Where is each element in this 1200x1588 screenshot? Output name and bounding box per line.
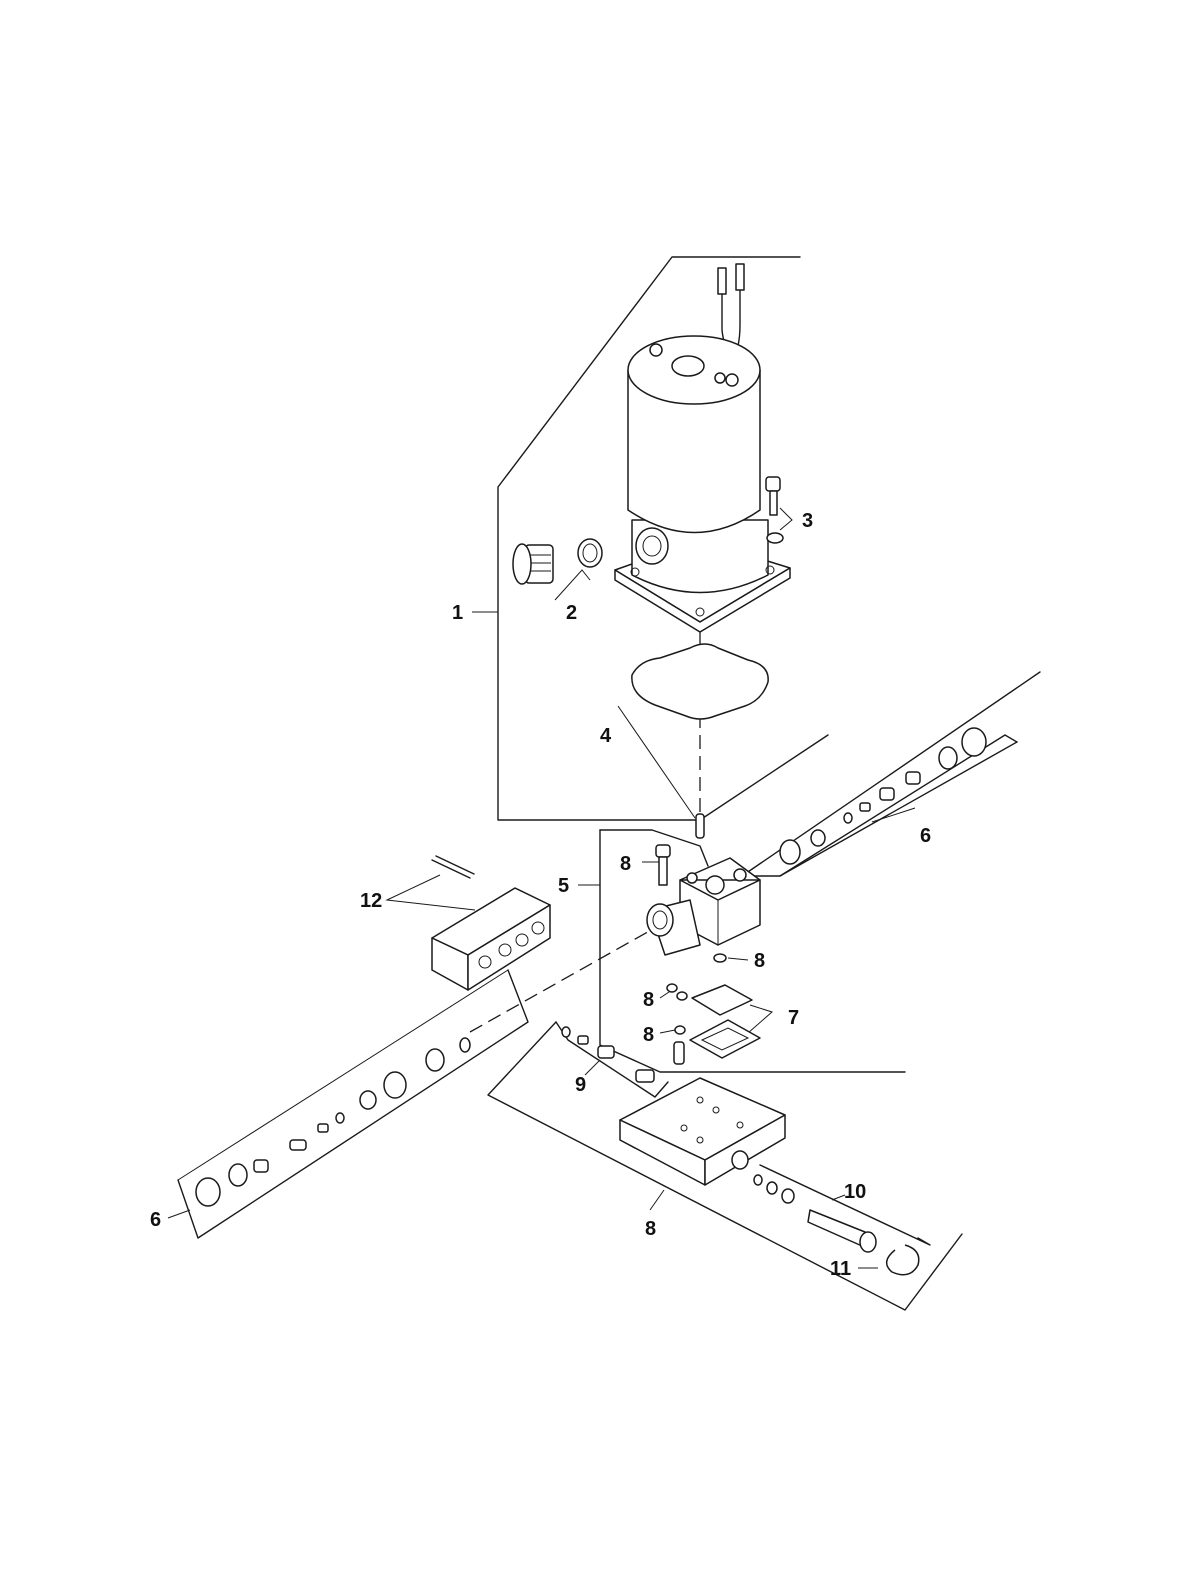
seal (689, 984, 761, 1059)
end-block-front (467, 904, 551, 991)
spring (673, 1041, 685, 1065)
callout-labels: 1 2 3 4 5 6 6 7 8 8 8 8 8 9 10 11 12 (150, 510, 931, 1280)
valve-port-2 (733, 868, 747, 882)
callout-4: 4 (600, 725, 612, 747)
plate-side-right (704, 1114, 786, 1186)
screw-shank (769, 490, 778, 516)
motor-top-screw (649, 343, 663, 357)
gasket (631, 643, 769, 839)
wire-terminal-2 (735, 263, 745, 291)
gasket-outline (631, 643, 769, 720)
callout-3: 3 (802, 510, 813, 532)
callout-8-spring: 8 (643, 1024, 654, 1046)
pump-motor (614, 263, 791, 633)
callout-7: 7 (788, 1007, 799, 1029)
bolt-head (655, 844, 671, 858)
bracket-item-6-upper-edge (779, 741, 1018, 877)
valve-side-bore (646, 903, 674, 937)
callout-2: 2 (566, 602, 577, 624)
callout-10: 10 (844, 1181, 866, 1203)
small-hardware (655, 844, 727, 1065)
callout-11: 11 (830, 1258, 851, 1280)
leader-item-6-lower (167, 1209, 191, 1219)
small-oring-1 (713, 953, 727, 963)
retaining-clip (886, 1244, 920, 1276)
motor-cylinder (627, 370, 761, 534)
seal-gasket (691, 984, 753, 1016)
dowel-pin (695, 813, 705, 839)
manual-release-valve (753, 1174, 877, 1253)
callout-6-upper: 6 (920, 825, 931, 847)
clip-ring (886, 1244, 920, 1276)
leader-item-3 (779, 507, 793, 531)
leader-item-8-plate (649, 1189, 665, 1211)
bracket-item-1 (497, 256, 829, 821)
callout-8-washers: 8 (643, 989, 654, 1011)
leader-item-10 (831, 1194, 846, 1201)
callout-9: 9 (575, 1074, 586, 1096)
bracket-item-6-lower (177, 969, 529, 1239)
leader-item-8b (727, 957, 749, 961)
leader-item-4 (617, 705, 696, 819)
motor-port (635, 527, 669, 565)
valve-knob (859, 1231, 877, 1253)
mounting-screw (765, 476, 784, 544)
valve-port-1 (705, 875, 725, 895)
end-block (431, 855, 551, 991)
screw-washer (766, 532, 784, 544)
motor-flange-side (614, 567, 791, 633)
bracket-item-6-lower-edge (177, 969, 509, 1181)
manifold-plate (619, 1077, 786, 1186)
fill-plug (512, 538, 603, 585)
leader-item-7 (739, 1004, 773, 1041)
screw-head (765, 476, 781, 492)
callout-8-bolt: 8 (620, 853, 631, 875)
callout-5: 5 (558, 875, 569, 897)
bracket-item-5 (599, 829, 906, 1073)
leader-item-8d (659, 1029, 676, 1034)
callout-6-lower: 6 (150, 1209, 161, 1231)
callout-8-oring: 8 (754, 950, 765, 972)
bolt-shank (658, 856, 668, 886)
relief-spring (635, 1069, 655, 1083)
leader-item-12 (385, 874, 476, 911)
fill-plug-head (512, 543, 532, 585)
bracket-item-5-top (599, 829, 709, 867)
leader-item-9 (584, 1059, 601, 1076)
fill-plug-oring (577, 538, 603, 568)
seal-frame (689, 1019, 761, 1059)
plate-port (731, 1150, 749, 1170)
centerline-diagonal (469, 924, 661, 1033)
motor-top-boss (671, 355, 705, 377)
callout-1: 1 (452, 602, 463, 624)
check-valve-kit-lower (195, 1037, 471, 1207)
bracket-item-10 (759, 1164, 931, 1246)
callout-8-plate: 8 (645, 1218, 656, 1240)
end-block-screw (431, 859, 471, 879)
leader-item-6-upper (871, 807, 916, 823)
bracket-item-8-plate (487, 1021, 963, 1311)
relief-valve (561, 1026, 655, 1083)
valve-stem (807, 1209, 866, 1247)
callout-12: 12 (360, 890, 382, 912)
leader-item-2 (554, 569, 591, 601)
valve-body (646, 857, 761, 956)
check-valve-kit-upper (779, 727, 987, 865)
wire-terminal-1 (717, 267, 727, 295)
